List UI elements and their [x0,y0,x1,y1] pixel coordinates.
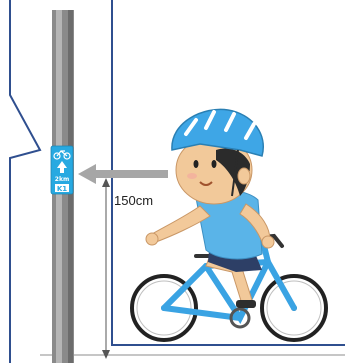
pointer-arrow [78,164,168,184]
route-sign: 2km K1 [51,146,73,194]
height-dimension [102,178,110,359]
cyclist [132,109,326,340]
sign-distance: 2km [55,176,69,183]
height-label: 150cm [114,193,153,208]
sign-route-code: K1 [57,185,67,193]
